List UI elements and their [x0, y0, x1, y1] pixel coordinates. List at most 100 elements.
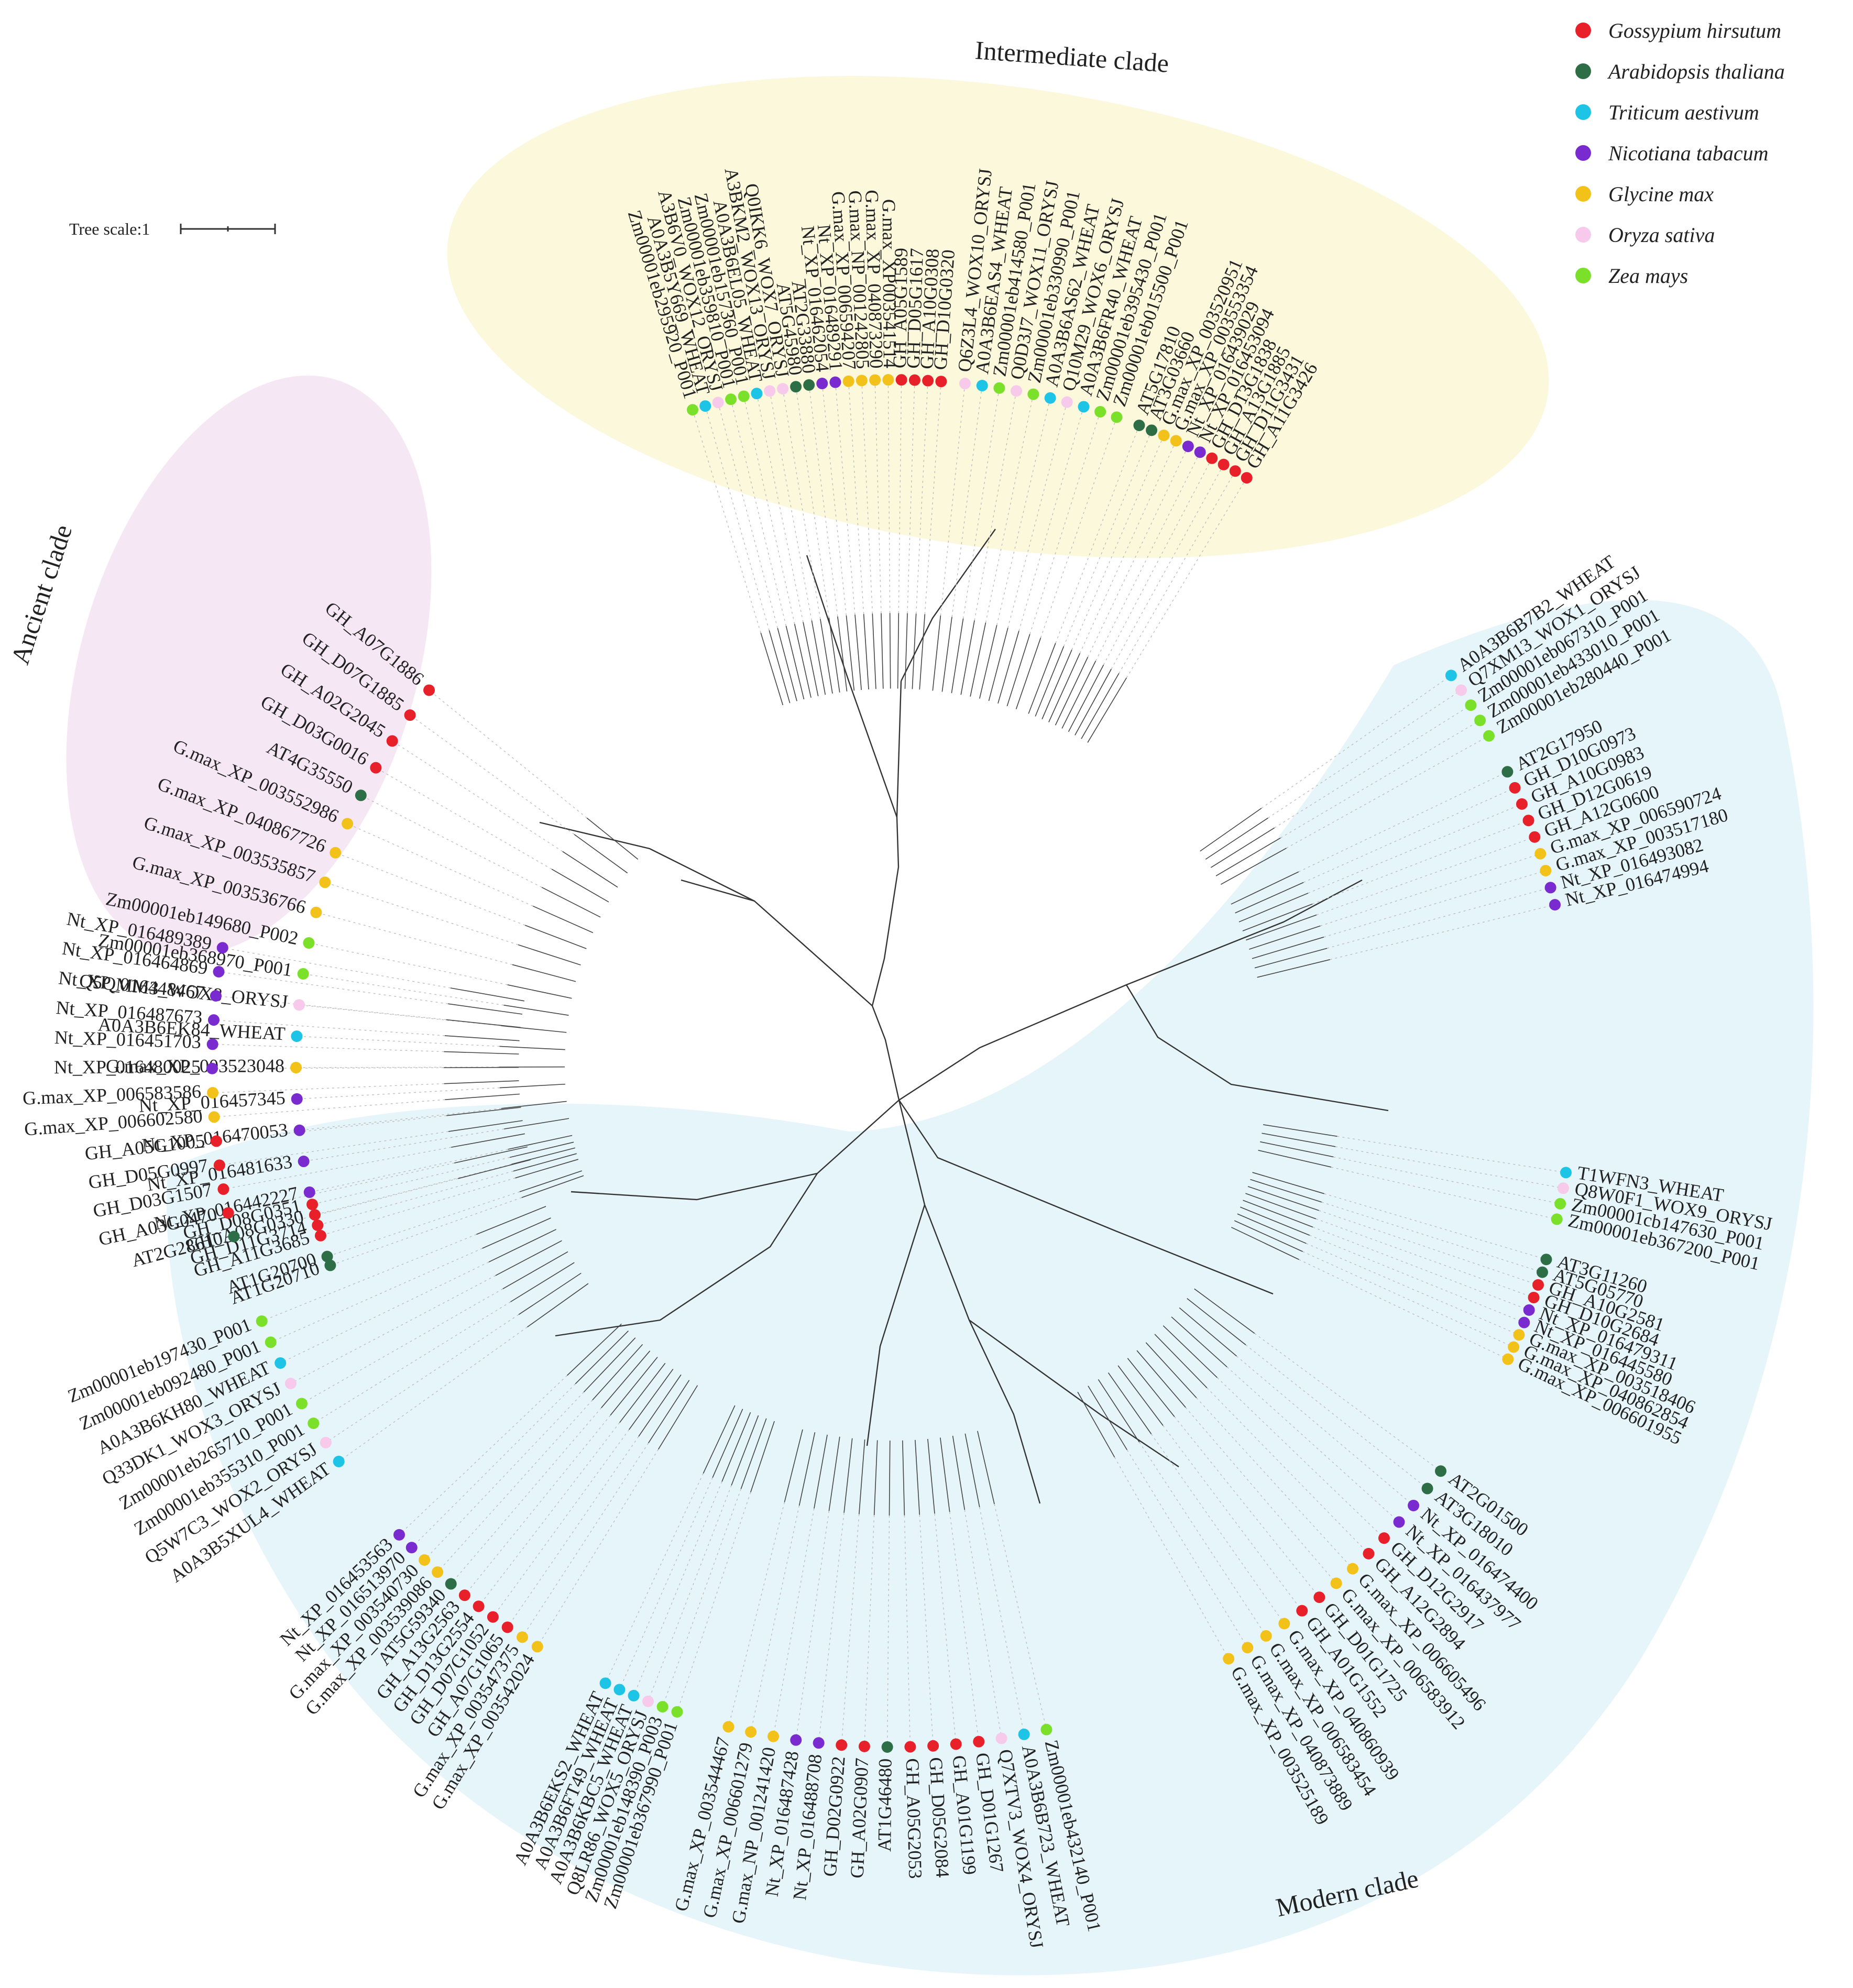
leaf-species-dot [1536, 1266, 1548, 1278]
leaf-guide-line [1063, 430, 1152, 647]
leaf-guide-line [215, 995, 446, 1020]
leaf-species-dot [1170, 435, 1182, 447]
leaf-branch [977, 1431, 995, 1504]
leaf-branch [1231, 871, 1299, 905]
clade-title: Intermediate clade [974, 35, 1170, 78]
leaf-guide-line [1321, 1202, 1543, 1273]
leaf-guide-line [841, 1514, 860, 1745]
leaf-branch [1252, 1172, 1324, 1194]
leaf-guide-line [1087, 446, 1189, 657]
leaf-species-dot [1111, 411, 1123, 423]
leaf-branch [508, 1135, 573, 1150]
leaf-species-dot [1182, 441, 1194, 453]
leaf-guide-line [1302, 1251, 1514, 1348]
leaf-species-dot [881, 1741, 893, 1753]
leaf-branch [601, 1350, 651, 1408]
leaf-species-dot [1435, 1465, 1447, 1477]
tree-branch [969, 1320, 1179, 1467]
leaf-species-dot [1229, 465, 1241, 477]
leaf-guide-line [676, 1492, 751, 1712]
leaf-species-dot [1540, 864, 1552, 876]
leaf-species-dot [895, 374, 907, 386]
leaf-species-dot [432, 1566, 444, 1578]
leaf-species-dot [976, 380, 988, 392]
leaf-label: Nt_XP_016451703 [54, 1027, 201, 1052]
leaf-label: G.max_XP_040873290 [861, 190, 887, 369]
legend-swatch-at [1575, 63, 1591, 79]
leaf-branch [846, 615, 855, 691]
leaf-guide-line [964, 1509, 1002, 1739]
leaf-species-dot [330, 847, 342, 859]
leaf-branch [1258, 1150, 1332, 1168]
leaf-guide-line [1303, 787, 1515, 883]
leaf-species-dot [725, 393, 737, 405]
leaf-branch [904, 613, 908, 689]
leaf-guide-line [424, 1391, 584, 1561]
leaf-guide-line [717, 402, 778, 629]
leaf-branch [927, 1438, 935, 1514]
leaf-branch [1220, 848, 1287, 885]
leaf-species-dot [386, 735, 398, 747]
leaf-species-dot [995, 1732, 1007, 1744]
leaf-guide-line [1254, 1333, 1441, 1471]
leaf-branch [1243, 1200, 1313, 1228]
leaf-branch [511, 1147, 575, 1165]
leaf-guide-line [705, 405, 770, 631]
leaf-guide-line [1018, 407, 1084, 631]
leaf-branch [518, 1272, 582, 1315]
leaf-branch [499, 1083, 566, 1089]
leaf-guide-line [1326, 887, 1551, 949]
leaf-branch [507, 984, 572, 999]
leaf-species-dot [393, 1529, 405, 1541]
leaf-branch [863, 614, 869, 690]
leaf-guide-line [1330, 904, 1555, 960]
leaf-species-dot [993, 382, 1005, 394]
leaf-branch [1249, 925, 1321, 950]
leaf-guide-line [335, 852, 525, 926]
leaf-branch [1163, 1325, 1218, 1378]
leaf-guide-line [1114, 1457, 1229, 1659]
leaf-branch [1108, 1372, 1152, 1434]
leaf-species-dot [419, 1554, 431, 1566]
leaf-species-dot [342, 818, 354, 830]
leaf-species-dot [927, 1740, 939, 1752]
leaf-species-dot [217, 1183, 229, 1195]
leaf-branch [859, 1439, 865, 1514]
legend-label-gm: Glycine max [1608, 182, 1714, 206]
leaf-branch [610, 1357, 658, 1416]
leaf-branch [567, 1323, 622, 1376]
leaf-branch [828, 618, 840, 693]
leaf-species-dot [1502, 1353, 1514, 1365]
leaf-guide-line [309, 942, 508, 985]
clade-background-1 [447, 75, 1549, 558]
leaf-label: G.max_XP003541514 [879, 199, 901, 368]
leaf-guide-line [1320, 853, 1541, 927]
leaf-guide-line [261, 1234, 477, 1322]
leaf-guide-line [979, 1507, 1025, 1734]
leaf-guide-line [1331, 1167, 1557, 1220]
leaf-species-dot [531, 1641, 543, 1653]
leaf-branch [828, 1436, 840, 1511]
leaf-guide-line [1245, 1344, 1428, 1489]
leaf-guide-line [1261, 675, 1452, 809]
leaf-guide-line [940, 383, 966, 616]
leaf-guide-line [818, 1512, 845, 1743]
legend-label-nt: Nicotiana tabacum [1608, 141, 1769, 165]
leaf-species-dot [904, 1741, 916, 1753]
leaf-species-dot [1540, 1254, 1552, 1266]
leaf-label: AT1G46480 [874, 1759, 896, 1852]
leaf-guide-line [1185, 1407, 1337, 1584]
leaf-guide-line [951, 385, 983, 617]
leaf-species-dot [213, 966, 225, 978]
leaf-guide-line [821, 383, 847, 616]
tree-branch [555, 1173, 818, 1337]
leaf-guide-line [212, 1044, 444, 1052]
leaf-species-dot [882, 374, 894, 386]
leaf-branch [518, 944, 581, 965]
leaf-branch [1117, 1365, 1164, 1426]
leaf-branch [1254, 948, 1328, 969]
leaf-species-dot [319, 876, 331, 888]
leaf-species-dot [613, 1684, 626, 1696]
leaf-guide-line [907, 380, 915, 613]
leaf-branch [658, 1385, 698, 1449]
